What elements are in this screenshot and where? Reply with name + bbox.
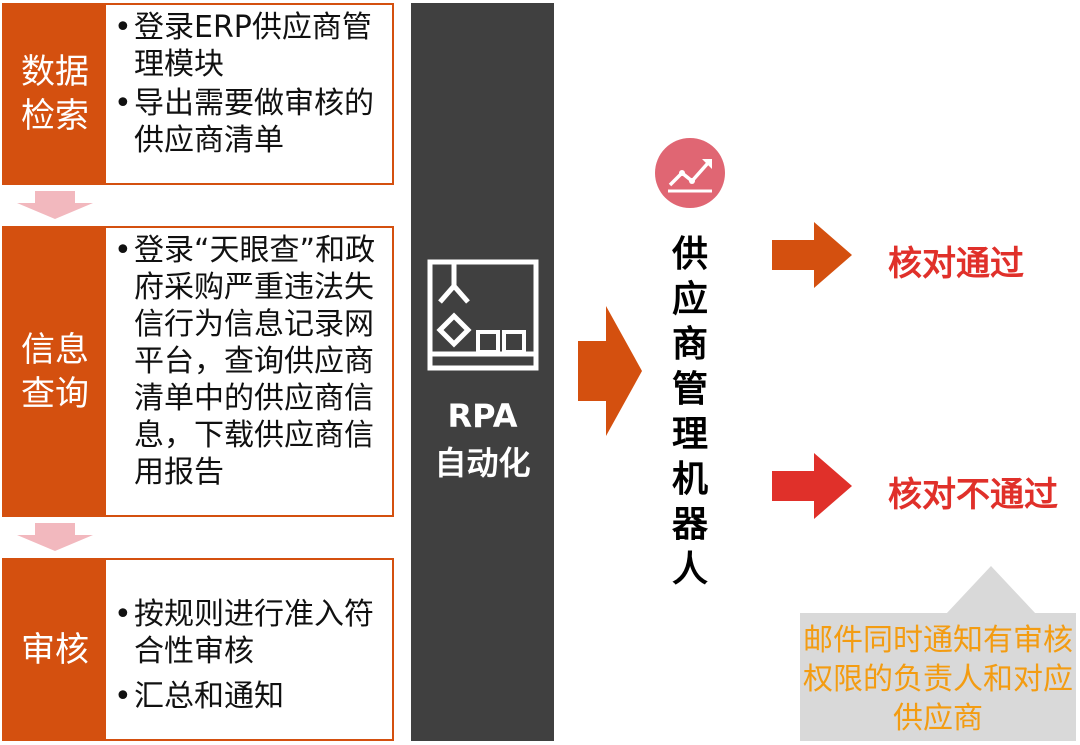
rpa-label: 自动化: [434, 444, 531, 482]
result-pass: 核对通过: [888, 244, 1024, 284]
bullet-item: 导出需要做审核的供应商清单: [112, 85, 388, 159]
bullet-item: 登录ERP供应商管理模块: [112, 9, 388, 83]
callout-pointer: [946, 566, 1036, 614]
right-arrow-icon: [772, 453, 852, 519]
notice-callout: 邮件同时通知有审核权限的负责人和对应供应商: [800, 613, 1076, 741]
step-body: 登录ERP供应商管理模块 导出需要做审核的供应商清单: [106, 5, 392, 183]
step-data-retrieval: 数据检索 登录ERP供应商管理模块 导出需要做审核的供应商清单: [2, 3, 394, 185]
step-body: 按规则进行准入符合性审核 汇总和通知: [106, 560, 392, 739]
bullet-item: 按规则进行准入符合性审核: [112, 596, 388, 670]
step-label: 审核: [4, 560, 106, 739]
robot-label: 供应商管理机器人: [671, 234, 708, 590]
step-label: 信息查询: [4, 228, 106, 515]
bullet-item: 登录“天眼查”和政府采购严重违法失信行为信息记录网平台，查询供应商清单中的供应商…: [112, 232, 388, 491]
robot-arm-icon: [427, 259, 539, 371]
result-fail: 核对不通过: [888, 475, 1058, 515]
right-arrow-icon: [578, 306, 642, 436]
bullet-item: 汇总和通知: [112, 678, 388, 715]
right-arrow-icon: [772, 222, 852, 288]
down-arrow-icon: [17, 191, 93, 219]
rpa-label: RPA: [447, 397, 518, 435]
down-arrow-icon: [17, 523, 93, 551]
trend-chart-icon: [655, 138, 725, 208]
step-review: 审核 按规则进行准入符合性审核 汇总和通知: [2, 558, 394, 741]
step-body: 登录“天眼查”和政府采购严重违法失信行为信息记录网平台，查询供应商清单中的供应商…: [106, 228, 392, 515]
rpa-automation-bar: RPA 自动化: [411, 3, 554, 741]
step-label: 数据检索: [4, 5, 106, 183]
step-info-query: 信息查询 登录“天眼查”和政府采购严重违法失信行为信息记录网平台，查询供应商清单…: [2, 226, 394, 517]
